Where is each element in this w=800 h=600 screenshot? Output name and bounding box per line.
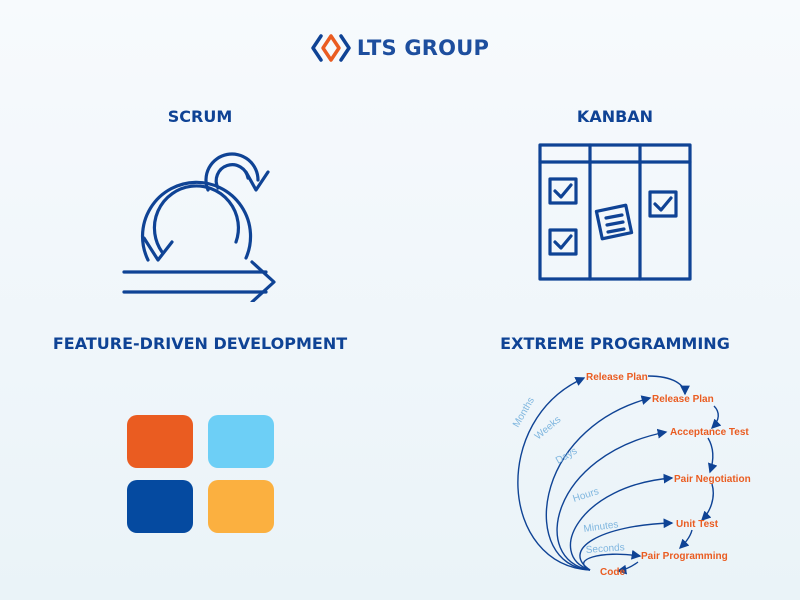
xp-timescale-weeks: Weeks	[533, 414, 563, 442]
xp-feedback-loops	[517, 376, 674, 571]
xp-step-acceptance-test: Acceptance Test	[670, 427, 749, 438]
xp-step-unit-test: Unit Test	[676, 519, 719, 530]
lts-logo-icon	[311, 34, 351, 62]
scrum-cycle-icon	[122, 152, 276, 302]
xp-diagram: Release Plan Release Plan Acceptance Tes…	[511, 372, 751, 578]
xp-step-code: Code	[600, 567, 625, 578]
xp-loop-hours	[569, 473, 674, 571]
brand-header: LTS GROUP	[0, 30, 800, 66]
fdd-tile-orange	[127, 415, 193, 468]
brand-name: LTS GROUP	[356, 36, 490, 60]
fdd-title: FEATURE-DRIVEN DEVELOPMENT	[52, 334, 348, 353]
xp-step-pair-negotiation: Pair Negotiation	[674, 474, 751, 485]
kanban-title: KANBAN	[576, 107, 654, 126]
scrum-title: SCRUM	[167, 107, 233, 126]
fdd-tile-light-blue	[208, 415, 274, 468]
xp-step-pair-programming: Pair Programming	[641, 551, 728, 562]
xp-loop-months	[517, 376, 591, 571]
xp-step-release-plan-1: Release Plan	[586, 372, 648, 383]
xp-loop-weeks	[545, 395, 652, 571]
kanban-board-icon	[538, 143, 692, 281]
fdd-tile-dark-blue	[127, 480, 193, 533]
xp-timescale-seconds: Seconds	[585, 542, 625, 556]
xp-timescale-days: Days	[554, 446, 579, 467]
xp-timescale-hours: Hours	[572, 486, 601, 505]
xp-forward-arrows	[616, 375, 722, 575]
xp-loop-seconds	[582, 549, 642, 571]
xp-loop-minutes	[579, 518, 674, 571]
xp-timescale-minutes: Minutes	[583, 519, 619, 535]
xp-loop-days	[556, 428, 668, 571]
xp-title: EXTREME PROGRAMMING	[500, 334, 730, 353]
xp-step-release-plan-2: Release Plan	[652, 394, 714, 405]
fdd-tile-amber	[208, 480, 274, 533]
